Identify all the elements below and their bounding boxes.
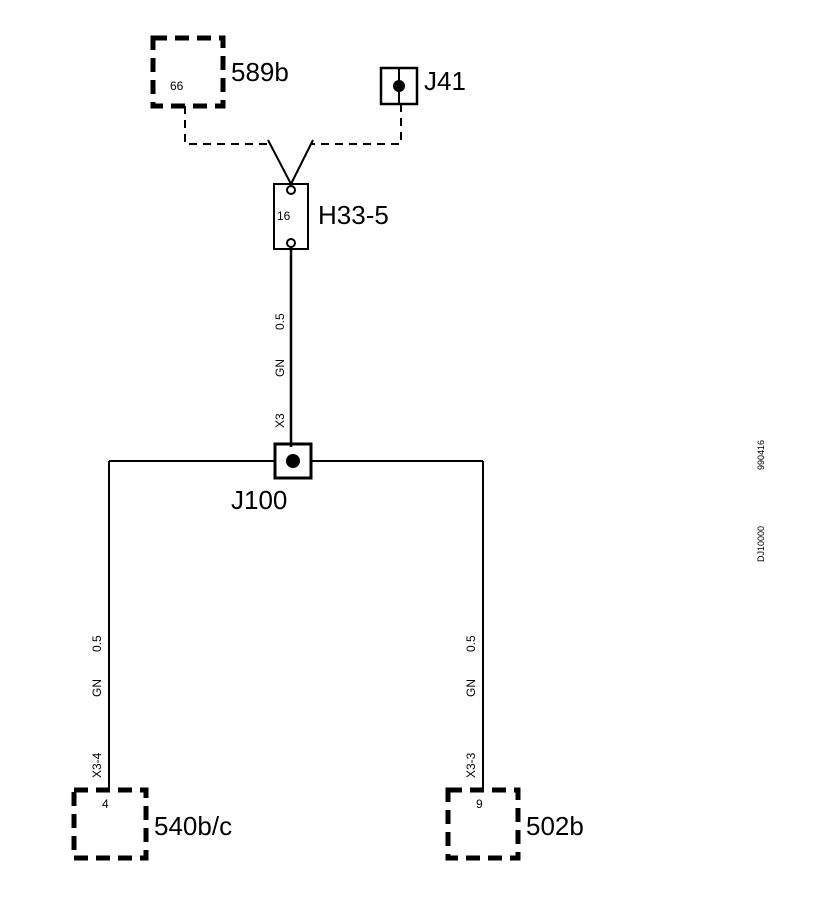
component-j100: J100 bbox=[231, 442, 313, 515]
left-wire-size: 0.5 bbox=[90, 635, 104, 652]
dashed-connections bbox=[184, 104, 402, 145]
v-junction bbox=[267, 139, 314, 185]
right-wire-color: GN bbox=[464, 679, 478, 697]
upper-wire-terminal: X3 bbox=[273, 413, 287, 428]
label-502b: 502b bbox=[526, 811, 584, 841]
upper-wire-color: GN bbox=[273, 359, 287, 377]
left-wire-color: GN bbox=[90, 679, 104, 697]
upper-wire-size: 0.5 bbox=[273, 313, 287, 330]
component-589b: 66 589b bbox=[150, 35, 289, 109]
side-code-1: 990416 bbox=[756, 440, 766, 470]
left-wire-terminal: X3-4 bbox=[90, 752, 104, 778]
pin-9: 9 bbox=[476, 797, 483, 811]
pin-66: 66 bbox=[170, 79, 184, 93]
bus-wires bbox=[108, 460, 484, 790]
right-wire-terminal: X3-3 bbox=[464, 752, 478, 778]
pin-4: 4 bbox=[102, 797, 109, 811]
label-j41: J41 bbox=[424, 66, 466, 96]
j100-splice-dot bbox=[286, 454, 300, 468]
component-540b-c: 4 540b/c bbox=[71, 787, 232, 861]
label-h33-5: H33-5 bbox=[318, 200, 389, 230]
h33-5-bottom-terminal bbox=[286, 238, 296, 248]
component-j41: J41 bbox=[379, 66, 466, 106]
pin-16: 16 bbox=[277, 209, 291, 223]
label-j100: J100 bbox=[231, 485, 287, 515]
side-code-2: DJ10000 bbox=[756, 526, 766, 562]
h33-5-top-terminal bbox=[286, 185, 296, 195]
label-589b: 589b bbox=[231, 57, 289, 87]
component-h33-5: 16 H33-5 bbox=[273, 183, 389, 250]
component-502b: 9 502b bbox=[445, 787, 584, 861]
label-540b-c: 540b/c bbox=[154, 811, 232, 841]
right-wire-size: 0.5 bbox=[464, 635, 478, 652]
